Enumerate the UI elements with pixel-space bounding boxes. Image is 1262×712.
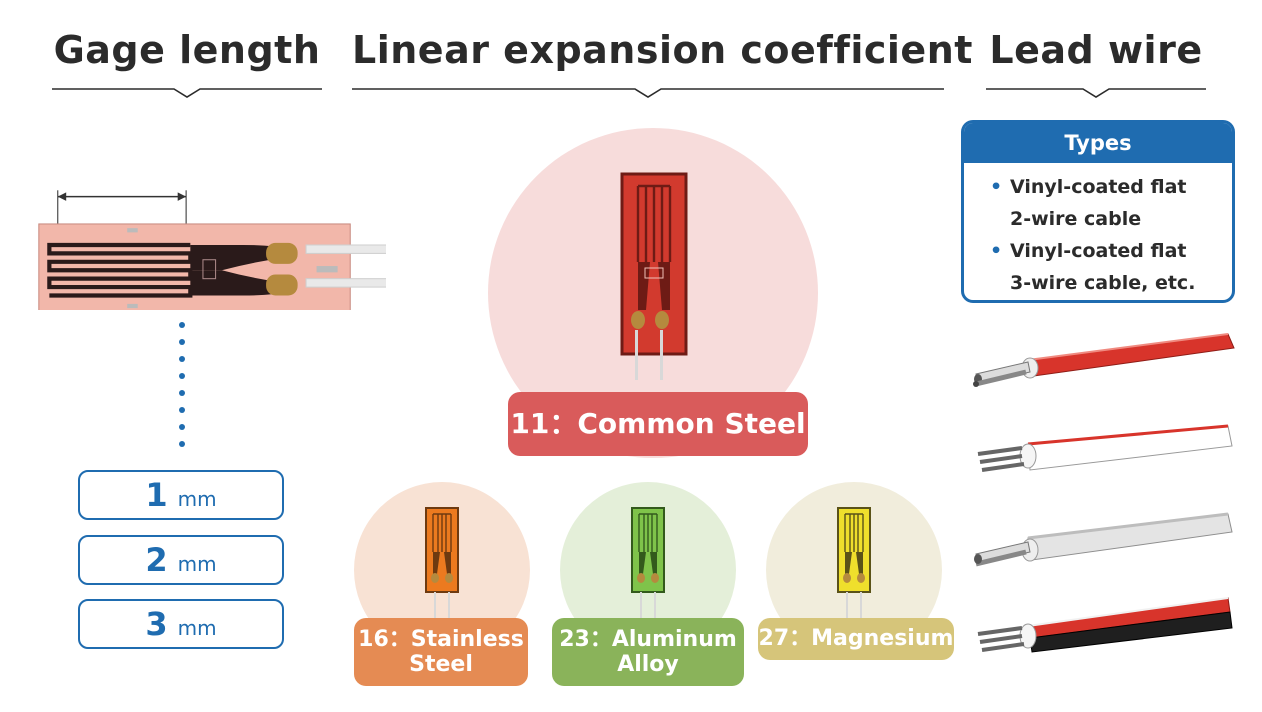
gage-length-unit: mm <box>177 487 217 511</box>
coefficient-label-line1: 16：Stainless <box>358 626 524 652</box>
coefficient-label-line1: 27：Magnesium <box>758 626 954 652</box>
types-list: • Vinyl-coated flat 2-wire cable • Vinyl… <box>964 163 1232 299</box>
gage-length-value: 2 <box>145 541 168 579</box>
types-item-line1: Vinyl-coated flat <box>1010 176 1187 198</box>
strain-gauge-vertical-yellow <box>837 507 871 618</box>
coefficient-label-aluminum-alloy: 23：Aluminum Alloy <box>552 618 744 686</box>
coefficient-label-line1: 23：Aluminum <box>559 626 737 652</box>
heading-linear-expansion: Linear expansion coefficient <box>352 28 973 72</box>
gage-length-value: 1 <box>145 476 168 514</box>
types-title: Types <box>964 123 1232 163</box>
types-list-item: • Vinyl-coated flat 3-wire cable, etc. <box>990 235 1232 299</box>
gage-length-3mm: 3 mm <box>78 599 284 649</box>
strain-gauge-vertical-green <box>631 507 665 618</box>
strain-gauge-vertical-red <box>620 172 688 380</box>
strain-gauge-vertical-orange <box>425 507 459 618</box>
strain-gauge-horizontal-illustration <box>38 190 386 310</box>
gage-length-2mm: 2 mm <box>78 535 284 585</box>
coefficient-label-common-steel: 11：Common Steel <box>508 392 808 456</box>
types-list-item: • Vinyl-coated flat 2-wire cable <box>990 171 1232 235</box>
coefficient-label-magnesium: 27：Magnesium <box>758 618 954 660</box>
heading-underline-linear-expansion <box>352 88 944 98</box>
gage-length-unit: mm <box>177 616 217 640</box>
coefficient-label-stainless-steel: 16：Stainless Steel <box>354 618 528 686</box>
heading-gage-length: Gage length <box>53 28 321 72</box>
continuation-dots <box>178 322 186 458</box>
types-item-line1: Vinyl-coated flat <box>1010 240 1187 262</box>
bullet-icon: • <box>990 176 1003 198</box>
coefficient-label-line2: Alloy <box>617 652 679 677</box>
types-item-line2: 2-wire cable <box>1010 208 1142 230</box>
bullet-icon: • <box>990 240 1003 262</box>
coefficient-label-text: 11：Common Steel <box>510 406 806 440</box>
gage-length-unit: mm <box>177 552 217 576</box>
cable-red-black-3-wire <box>977 597 1233 653</box>
cable-red-2-wire <box>973 333 1235 387</box>
heading-underline-gage-length <box>52 88 322 98</box>
heading-lead-wire: Lead wire <box>989 28 1203 72</box>
gage-length-1mm: 1 mm <box>78 470 284 520</box>
cable-white-3-wire-red-stripe <box>977 424 1233 472</box>
lead-wire-types-box: Types • Vinyl-coated flat 2-wire cable •… <box>961 120 1235 303</box>
heading-underline-lead-wire <box>986 88 1206 98</box>
gage-length-value: 3 <box>145 605 168 643</box>
cable-gray-2-wire <box>974 512 1233 567</box>
types-item-line2: 3-wire cable, etc. <box>1010 272 1196 294</box>
coefficient-label-line2: Steel <box>409 652 473 677</box>
